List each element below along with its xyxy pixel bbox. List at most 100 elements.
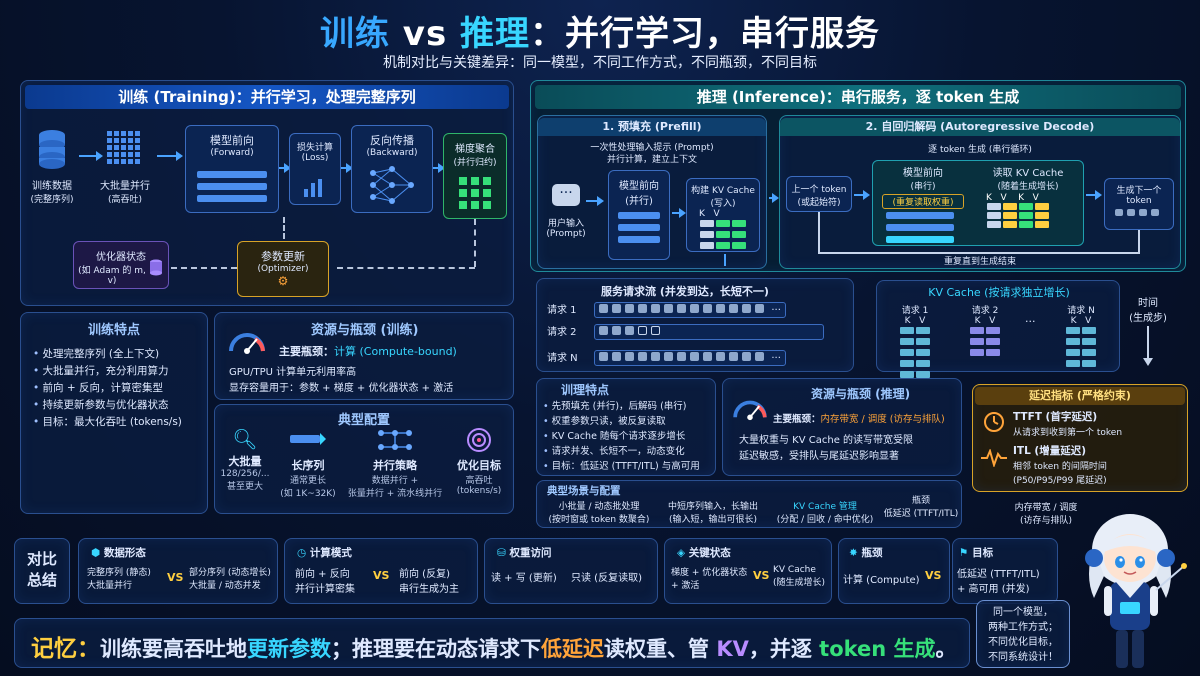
- summary-right-1: 前向 (反复): [399, 569, 450, 580]
- inference-features-header: 训理特点: [561, 383, 610, 397]
- backward-sub: (Backward): [366, 148, 418, 158]
- kv-cache-header-text: KV Cache (按请求独立增长): [928, 286, 1070, 299]
- opt-state-title: 优化器状态: [96, 252, 146, 263]
- database-icon: [39, 130, 65, 169]
- update-sub: (Optimizer): [257, 264, 309, 274]
- summary-left: 计算 (Compute): [843, 575, 920, 586]
- mascot-line: 不同优化目标，: [988, 637, 1058, 648]
- inference-feature-item: 请求并发、长短不一，动态变化: [543, 444, 700, 459]
- decode-panel: 2. 自回归解码 (Autoregressive Decode) 逐 token…: [779, 115, 1181, 269]
- prefill-panel: 1. 预填充 (Prefill) 一次性处理输入提示 (Prompt) 并行计算…: [537, 115, 767, 269]
- request-tokens: ···: [594, 350, 786, 366]
- loop-line-down: [474, 219, 476, 267]
- summary-right-2: 大批量 / 动态并发: [189, 581, 261, 591]
- flag-icon: ⚑: [959, 547, 969, 559]
- decode-forward-title: 模型前向: [903, 168, 943, 179]
- page-title: 训练 vs 推理：并行学习，串行服务: [0, 6, 1200, 55]
- arrow-loss-to-backward: [341, 163, 353, 173]
- summary-title-text: 数据形态: [103, 547, 146, 559]
- inference-bottleneck: 主要瓶颈：内存带宽 / 调度 (访存与排队): [773, 411, 945, 425]
- summary-label-1: 对比: [26, 550, 57, 568]
- summary-vs: VS: [167, 571, 184, 584]
- gauge-icon: [733, 400, 767, 421]
- read-kv-sub: (随着生成增长): [997, 182, 1059, 192]
- summary-right: 前向 (反复)串行生成为主: [399, 565, 459, 595]
- arrow-prev-to-forward: [854, 190, 870, 200]
- forward-layer-3: [197, 195, 267, 202]
- clock-icon: [984, 412, 1004, 432]
- summary-left-2: + 高可用 (并发): [957, 584, 1030, 595]
- summary-title-text: 关键状态: [688, 547, 731, 559]
- config-desc: 高吞吐: [465, 476, 493, 486]
- loop-line-left: [337, 267, 475, 269]
- training-config-panel: 典型配置 🔍︎ 大批量 128/256/... 甚至更大 长序列 通常更长 (如…: [214, 404, 514, 514]
- summary-right: 只读 (反复读取): [571, 573, 642, 584]
- training-data-label: 训练数据 (完整序列): [23, 177, 81, 205]
- summary-item-title: ⚑ 目标: [959, 545, 993, 560]
- repeat-label: 重复直到生成结束: [943, 257, 1016, 267]
- summary-left-1: 完整序列 (静态): [87, 568, 151, 578]
- request-flow-header: 服务请求流 (并发到达，长短不一): [601, 285, 769, 298]
- training-feature-item: 处理完整序列 (全上下文): [33, 346, 207, 363]
- summary-item-goal: ⚑ 目标 低延迟 (TTFT/ITL) + 高可用 (并发): [952, 538, 1058, 604]
- prefill-to-decode-line: [724, 254, 726, 266]
- mascot-speech-text: 同一个模型， 两种工作方式； 不同优化目标， 不同系统设计！: [977, 605, 1069, 665]
- inference-header: 推理 (Inference)：串行服务，逐 token 生成: [535, 85, 1181, 109]
- decode-forward-sub: (串行): [910, 182, 936, 192]
- mascot-illustration: [1085, 514, 1187, 668]
- time-arrow: [1147, 326, 1149, 360]
- kv-header: K V: [974, 316, 996, 326]
- config-item-goal: 优化目标 高吞吐 (tokens/s): [447, 427, 511, 496]
- summary-left-1: 低延迟 (TTFT/ITL): [957, 569, 1040, 580]
- summary-left: 低延迟 (TTFT/ITL) + 高可用 (并发): [957, 565, 1040, 595]
- forward-sub: (Forward): [210, 148, 254, 158]
- kvc-ellipsis: ···: [1025, 315, 1036, 328]
- scenarios-header: 典型场景与配置: [547, 485, 621, 497]
- cube-icon: ⬢: [91, 547, 101, 559]
- inference-bottleneck-value: 内存带宽 / 调度 (访存与排队): [820, 414, 945, 425]
- kvc-request-label: 请求 1: [901, 306, 929, 316]
- ttft-title: TTFT (首字延迟): [1013, 411, 1098, 423]
- request-tokens: ···: [594, 302, 786, 318]
- config-title: 并行策略: [373, 459, 417, 472]
- training-data-label-2: (完整序列): [30, 195, 74, 205]
- scenario-line: (分配 / 回收 / 命中优化): [776, 515, 874, 525]
- batch-label: 大批量并行 (高吞吐): [93, 177, 157, 205]
- mascot-line: 两种工作方式；: [988, 622, 1058, 633]
- summary-left-1: 梯度 + 优化器状态: [671, 568, 748, 578]
- summary-item-title: ◈ 关键状态: [677, 545, 731, 560]
- inference-resource-line1: 大量权重与 KV Cache 的读写带宽受限: [739, 435, 914, 446]
- arrow-forward-to-loss: [279, 163, 291, 173]
- update-box: 参数更新 (Optimizer) ⚙: [237, 241, 329, 297]
- summary-item-title: ✸ 瓶颈: [849, 545, 882, 560]
- request-row-1: 请求 1 ···: [547, 301, 847, 318]
- training-feature-item: 前向 + 反向，计算密集型: [33, 380, 207, 397]
- training-feature-item: 持续更新参数与优化器状态: [33, 397, 207, 414]
- prefill-layer-1: [618, 212, 660, 219]
- batch-label-1: 大批量并行: [100, 181, 150, 192]
- prev-token-box: 上一个 token (或起始符): [786, 176, 852, 212]
- database-icon: ⛁: [497, 547, 506, 559]
- repeat-line-right: [1138, 230, 1140, 252]
- scenario-line: KV Cache 管理: [793, 502, 857, 512]
- kv-build-sub: (写入): [710, 199, 736, 209]
- config-item-parallel: 并行策略 数据并行 + 张量并行 + 流水线并行: [343, 427, 447, 499]
- scenario-line: (访存与排队): [1019, 516, 1073, 526]
- memory-label: 记忆：: [31, 636, 100, 662]
- loop-line-mid: [171, 267, 237, 269]
- kvc-request-label: 请求 2: [971, 306, 999, 316]
- inference-feature-item: 权重参数只读，被反复读取: [543, 414, 700, 429]
- scenario-item: KV Cache 管理 (分配 / 回收 / 命中优化): [773, 499, 877, 525]
- arrow-forward-to-next: [1086, 190, 1102, 200]
- user-input-label-2: (Prompt): [546, 229, 586, 239]
- title-vs: vs: [389, 14, 461, 54]
- read-kv-label: 读取 KV Cache (随着生成增长): [976, 164, 1080, 192]
- loss-sub: (Loss): [301, 153, 329, 163]
- decode-layer-2: [886, 224, 954, 231]
- grad-title: 梯度聚合: [455, 144, 495, 155]
- summary-vs: VS: [925, 569, 942, 582]
- backward-title: 反向传播: [370, 134, 414, 147]
- title-training: 训练: [319, 14, 390, 54]
- sequence-icon: [290, 433, 326, 445]
- magnifier-icon: 🔍︎: [232, 427, 258, 451]
